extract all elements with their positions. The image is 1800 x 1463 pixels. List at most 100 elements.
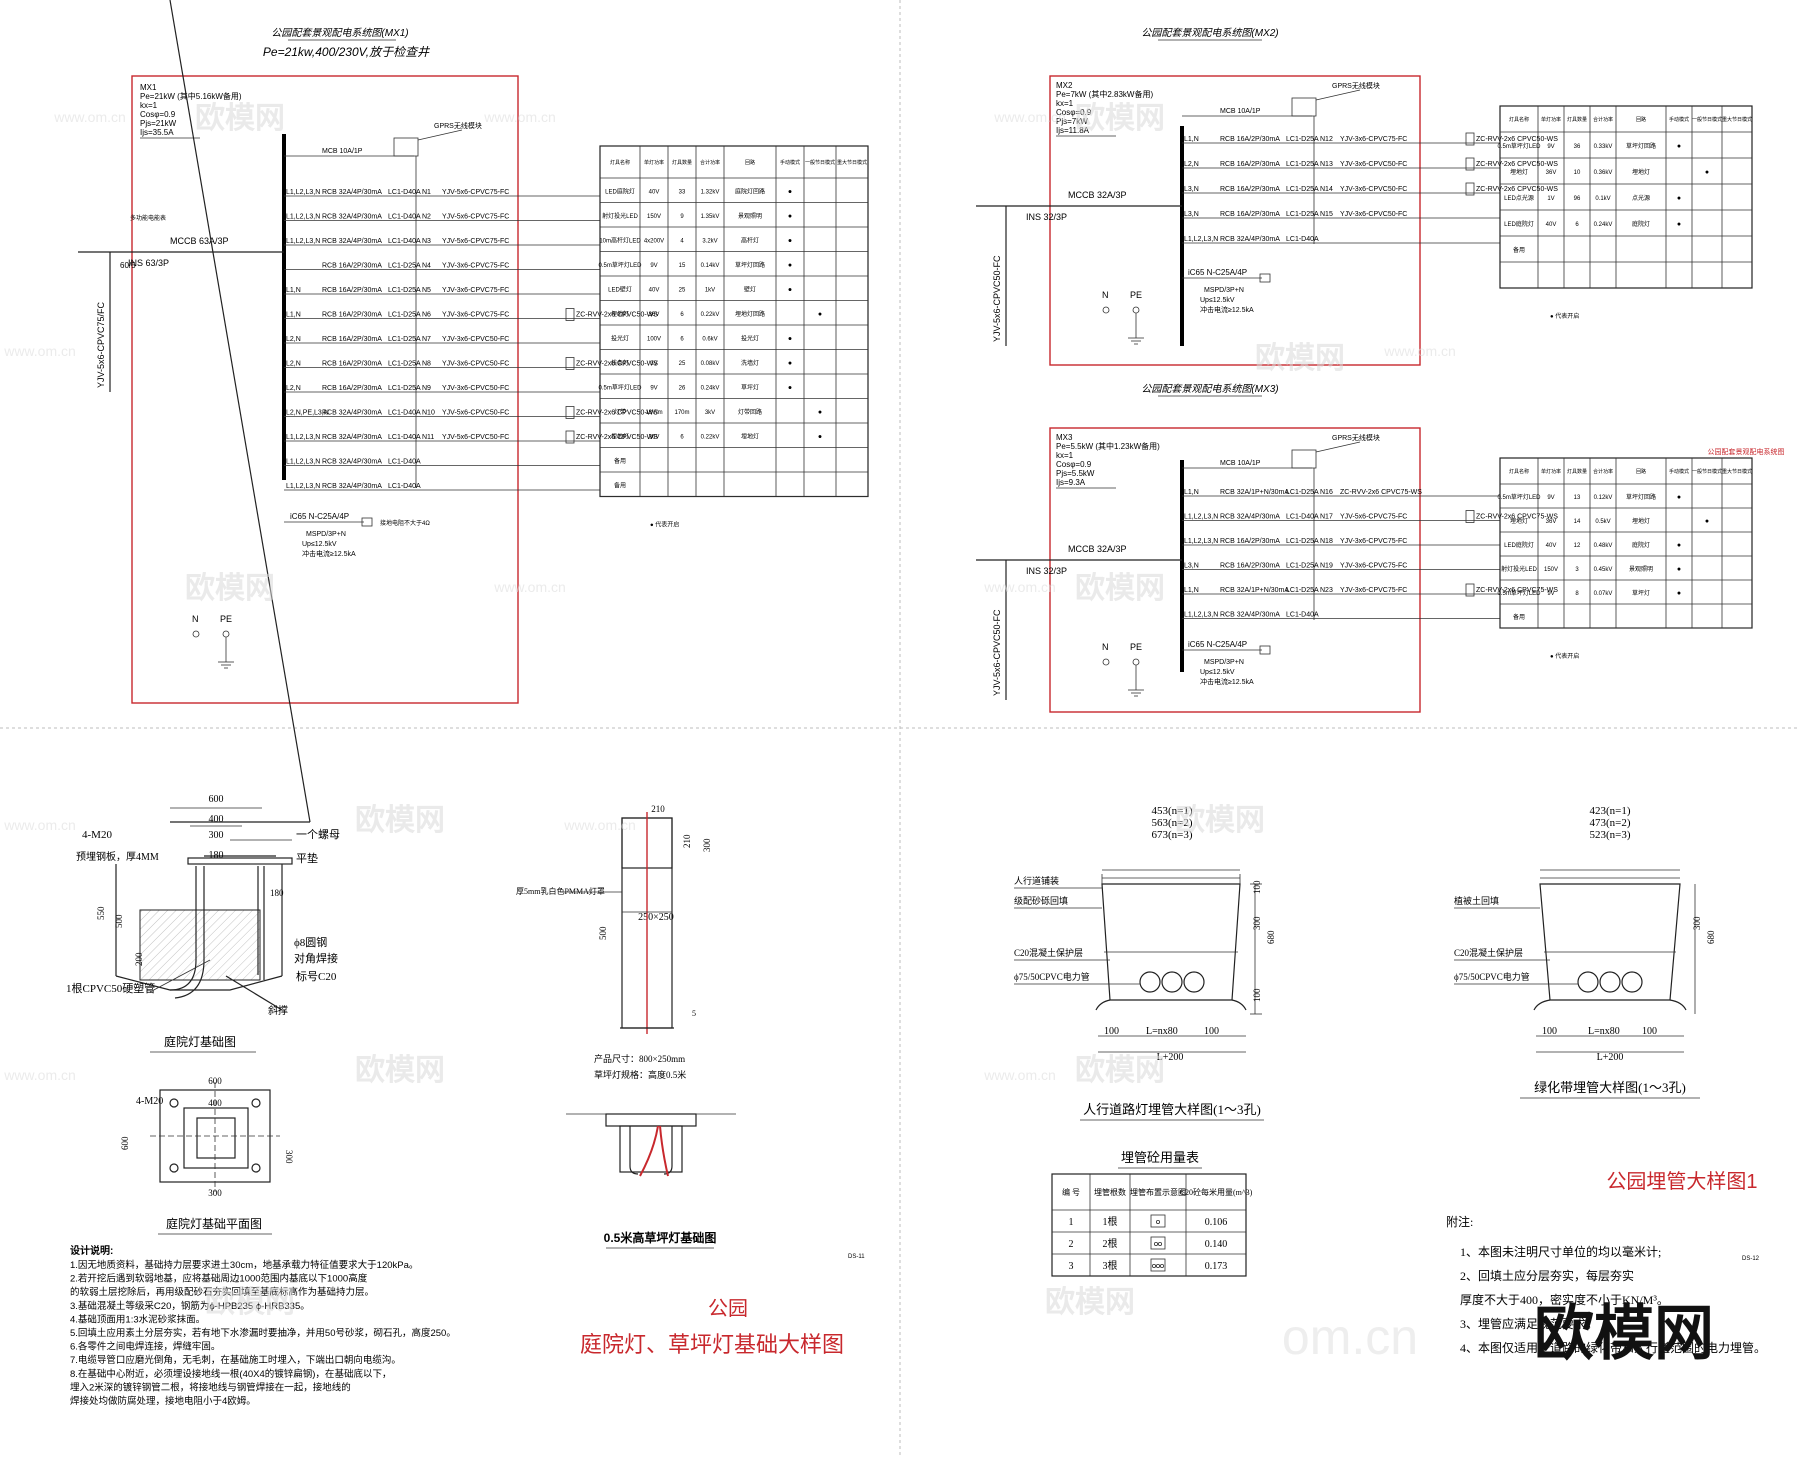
anchor-bolts-label: 4-M20 — [82, 829, 112, 841]
table-cell: ● — [818, 311, 822, 318]
table-cell: 草坪灯 — [1632, 589, 1650, 597]
circuit-number: N16 — [1320, 489, 1333, 496]
table-cell: ● — [788, 213, 792, 220]
circuit-number: N23 — [1320, 587, 1333, 594]
garden-lamp-foundation-plan — [150, 1082, 280, 1192]
table-header-cell: 手动模式 — [1669, 116, 1689, 123]
table-cell: 0.1kV — [1595, 196, 1610, 202]
pe-terminal — [1132, 658, 1140, 666]
circuit-extension: ZC-RVV-2x6 CPVC50-WS — [576, 312, 658, 319]
leader — [149, 959, 211, 993]
table-cell: 点光源 — [1632, 194, 1650, 202]
table-cell: ● — [788, 262, 792, 269]
design-note: 6.各零件之间电焊连接，焊缝牢固。 — [70, 1341, 220, 1353]
layer-label: 人行道铺装 — [1014, 875, 1059, 886]
circuit-extension: ZC-RVV-2x6 CPVC50-WS — [1476, 186, 1558, 193]
pipe-label: 1根CPVC50硬塑管 — [66, 981, 155, 995]
circuit-phase: L1,L2,L3,N — [286, 238, 320, 245]
table-cell: 10 — [1574, 170, 1581, 176]
circuit-breaker: RCB 32A/4P/30mA — [322, 238, 382, 245]
table-cell: 1.32kV — [701, 189, 720, 195]
table-cell: 0.36kV — [1594, 170, 1613, 176]
table-header-cell: 合计功率 — [700, 159, 720, 166]
circuit-cable: ZC-RVV-2x6 CPVC75-WS — [1340, 489, 1422, 496]
gprs-label: GPRS无线模块 — [434, 121, 482, 130]
pipe-note: 4、本图仅适用于道路的绿化带和人行道范围的电力埋管。 — [1460, 1340, 1766, 1355]
circuit-extension: ZC-RVV-2x6 CPVC75-WS — [1476, 514, 1558, 521]
lawn-spec: 草坪灯规格：高度0.5米 — [594, 1069, 686, 1080]
product-size: 产品尺寸：800×250mm — [594, 1053, 685, 1064]
mcb-label: MCB 10A/1P — [322, 148, 363, 155]
circuit-phase: L2,N — [286, 385, 301, 392]
width-label: 473(n=2) — [1589, 817, 1630, 829]
embedded-plate-label: 预埋钢板，厚4MM — [76, 850, 159, 863]
table-cell: 150V — [1544, 567, 1558, 573]
plan-bolt-label: 4-M20 — [136, 1096, 163, 1107]
table-cell: 33 — [679, 189, 686, 195]
table-header-cell: 单灯功率 — [644, 159, 664, 166]
circuit-phase: L2,N — [1184, 161, 1199, 168]
info-line: Pe=5.5kW (其中1.23kW备用) — [1056, 441, 1160, 451]
callout-label: 平垫 — [296, 851, 318, 865]
table-cell: 0.14kV — [701, 263, 720, 269]
ct-ratio: 60/5 — [120, 261, 136, 270]
info-line: Ijs=11.8A — [1056, 126, 1090, 135]
circuit-cable: YJV-5x6-CPVC75-FC — [1340, 514, 1407, 521]
spd-breaker: iC65 N-C25A/4P — [290, 512, 349, 521]
circuit-number: N5 — [422, 287, 431, 294]
design-note: 3.基础混凝土等级采C20，钢筋为ϕ-HPB235 ϕ-HRB335。 — [70, 1300, 310, 1312]
table-cell: 25 — [679, 287, 686, 293]
dimension-text: 300 — [1252, 916, 1262, 930]
table-cell: 26 — [679, 385, 686, 391]
table-cell: ● — [1677, 494, 1681, 501]
table-cell: 40V — [649, 189, 660, 195]
table-cell: ● — [788, 188, 792, 195]
dimension-text: 600 — [208, 1076, 222, 1086]
table-cell: 12 — [1574, 543, 1581, 549]
design-note: 焊接处均做防腐处理，接地电阻小于4欧姆。 — [70, 1395, 256, 1407]
pipe-table-cell: 3 — [1069, 1261, 1074, 1272]
pipe-note: 1、本图未注明尺寸单位的均以毫米计; — [1460, 1244, 1661, 1259]
table-cell: ● — [1677, 195, 1681, 202]
pipe-table-header: 埋管根数 — [1094, 1187, 1126, 1197]
pipe-table-cell: 3根 — [1103, 1259, 1118, 1272]
circuit-cable: YJV-3x6-CPVC75-FC — [442, 263, 509, 270]
circuit-contactor: LC1-D40A — [388, 189, 421, 196]
circuit-extension: ZC-RVV-2x6 CPVC50-WS — [1476, 161, 1558, 168]
table-cell: 0.33kV — [1594, 144, 1613, 150]
table-cell: 0.24kV — [701, 385, 720, 391]
table-cell: 投光灯 — [741, 334, 759, 342]
pipe-sheet-title: 公园埋管大样图1 — [1606, 1170, 1757, 1193]
table-cell: 埋地灯回路 — [735, 310, 765, 318]
table-cell: ● — [788, 384, 792, 391]
circuit-breaker: RCB 16A/2P/30mA — [322, 336, 382, 343]
table-cell: 0.5m草坪灯LED — [598, 261, 642, 269]
circuit-breaker: RCB 16A/2P/30mA — [322, 287, 382, 294]
time-switch-box — [1465, 510, 1475, 523]
circuit-cable: YJV-3x6-CPVC75-FC — [442, 312, 509, 319]
spd-up: Up≤12.5kV — [302, 541, 337, 548]
dimension-text: 300 — [209, 830, 224, 841]
pipe-note: 厚度不大于400，密实度不小于KN/M³。 — [1460, 1292, 1669, 1307]
circuit-breaker: RCB 32A/4P/30mA — [322, 459, 382, 466]
pipe-note: 2、回填土应分层夯实，每层夯实 — [1460, 1268, 1634, 1283]
circuit-cable: YJV-3x6-CPVC75-FC — [442, 287, 509, 294]
table-cell: 埋地灯 — [1510, 517, 1528, 525]
design-note: 5.回填土应用素土分层夯实，若有地下水渗漏时要抽净，并用50号砂浆，砌石孔，高度… — [70, 1327, 456, 1339]
circuit-breaker: RCB 16A/2P/30mA — [322, 263, 382, 270]
circuit-breaker: RCB 32A/4P/30mA — [322, 410, 382, 417]
table-header-cell: 单灯功率 — [1541, 116, 1561, 123]
info-line: Pjs=21kW — [140, 119, 177, 128]
circuit-number: N17 — [1320, 514, 1333, 521]
watermark-brand: 欧模网 — [1075, 572, 1165, 605]
circuit-number: N18 — [1320, 538, 1333, 545]
pipe-dot — [1152, 1264, 1157, 1269]
circuit-breaker: RCB 16A/2P/30mA — [1220, 538, 1280, 545]
circuit-number: N3 — [422, 238, 431, 245]
table-cell: 36V — [1546, 170, 1557, 176]
